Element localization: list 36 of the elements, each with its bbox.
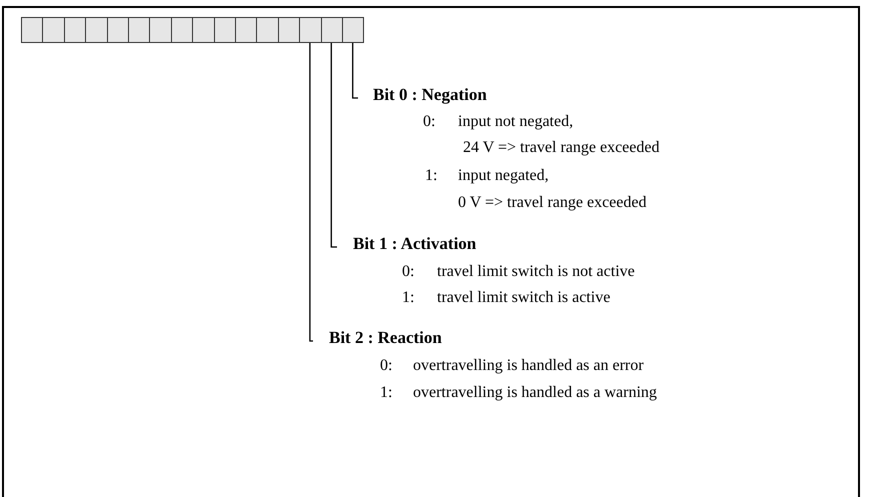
leader-line <box>330 43 337 248</box>
bit-description: 0: <box>380 356 392 376</box>
bit-description: 1: <box>425 166 438 186</box>
bit-cell <box>64 17 86 43</box>
bit-heading: Bit 1 : Activation <box>353 233 476 255</box>
bit-cell <box>42 17 65 43</box>
bit-description: input not negated, <box>458 112 574 132</box>
bit-description: overtravelling is handled as an error <box>413 356 644 376</box>
bit-heading: Bit 0 : Negation <box>373 84 487 106</box>
bit-cell <box>21 17 44 43</box>
bit-cell <box>278 17 300 43</box>
bit-description: 0 V => travel range exceeded <box>458 193 646 213</box>
bit-description: input negated, <box>458 166 549 186</box>
leader-line <box>309 43 314 342</box>
bit-cell <box>192 17 215 43</box>
bit-heading: Bit 2 : Reaction <box>329 327 442 349</box>
bit-cell <box>149 17 172 43</box>
bit-cell <box>342 17 364 43</box>
bit-cell <box>170 17 194 43</box>
bit-cell <box>214 17 236 43</box>
bit-cell <box>256 17 279 43</box>
bit-description: travel limit switch is not active <box>437 262 635 282</box>
bit-description: 1: <box>380 383 392 403</box>
bit-cell <box>235 17 258 43</box>
bit-cell <box>299 17 322 43</box>
bit-cell <box>320 17 343 43</box>
bit-cell <box>85 17 108 43</box>
bit-cell <box>106 17 129 43</box>
bit-cell <box>128 17 150 43</box>
bit-description: travel limit switch is active <box>437 288 610 308</box>
bit-description: 24 V => travel range exceeded <box>463 138 660 158</box>
bit-description: 1: <box>402 288 414 308</box>
bit-description: overtravelling is handled as a warning <box>413 383 657 403</box>
bit-description: 0: <box>423 112 436 132</box>
bit-description: 0: <box>402 262 414 282</box>
leader-line <box>352 43 358 99</box>
